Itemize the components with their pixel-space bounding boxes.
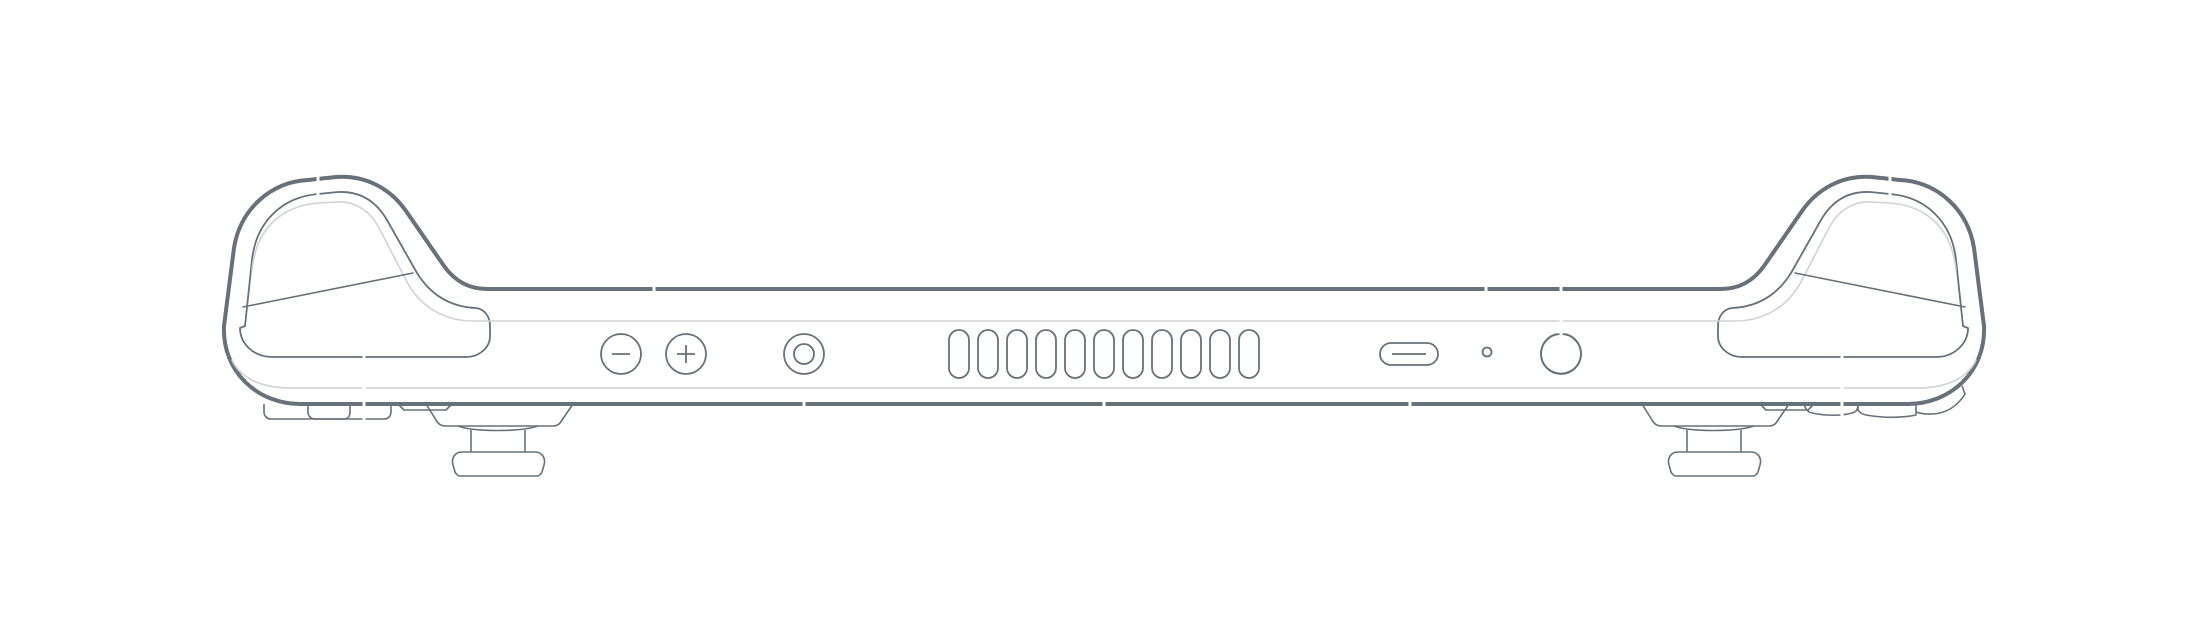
- front-panel-controls: [600, 329, 1582, 379]
- right-bumper: [1759, 385, 1966, 419]
- left-bumper: [263, 403, 453, 420]
- vent-slot: [1122, 329, 1144, 379]
- vent-slot: [1064, 329, 1086, 379]
- bottom-light-line: [231, 359, 1977, 389]
- vent-slot: [1151, 329, 1173, 379]
- power-button-ring: [1540, 333, 1582, 375]
- left-lower-controls: [263, 403, 574, 477]
- light-contour-left: [251, 201, 1957, 322]
- vent-slot: [1093, 329, 1115, 379]
- plus-icon: [677, 345, 695, 363]
- vent-slot: [1238, 329, 1260, 379]
- inner-grip-contour-right: [1717, 191, 1969, 358]
- console-body: [221, 174, 1987, 406]
- usb-c-port[interactable]: [1379, 342, 1439, 366]
- vent-slot: [977, 329, 999, 379]
- vent-slot: [1209, 329, 1231, 379]
- indicator-led: [1481, 346, 1493, 358]
- grip-line-right: [1794, 272, 1966, 308]
- vent-slot: [1006, 329, 1028, 379]
- audio-jack-icon: [793, 343, 815, 365]
- vent-slot: [1035, 329, 1057, 379]
- minus-button[interactable]: [600, 333, 642, 375]
- headphone-jack[interactable]: [783, 333, 825, 375]
- right-lower-controls: [1641, 385, 1966, 477]
- vent-slot: [948, 329, 970, 379]
- inner-grip-contour: [239, 191, 491, 358]
- grip-line-left: [242, 272, 414, 308]
- plus-button[interactable]: [665, 333, 707, 375]
- seam-marks: [316, 175, 1892, 420]
- left-trigger: [425, 403, 574, 477]
- vent-slot: [1180, 329, 1202, 379]
- outer-shell: [221, 174, 1987, 406]
- right-trigger: [1641, 403, 1790, 477]
- vent-grille: [948, 329, 1260, 379]
